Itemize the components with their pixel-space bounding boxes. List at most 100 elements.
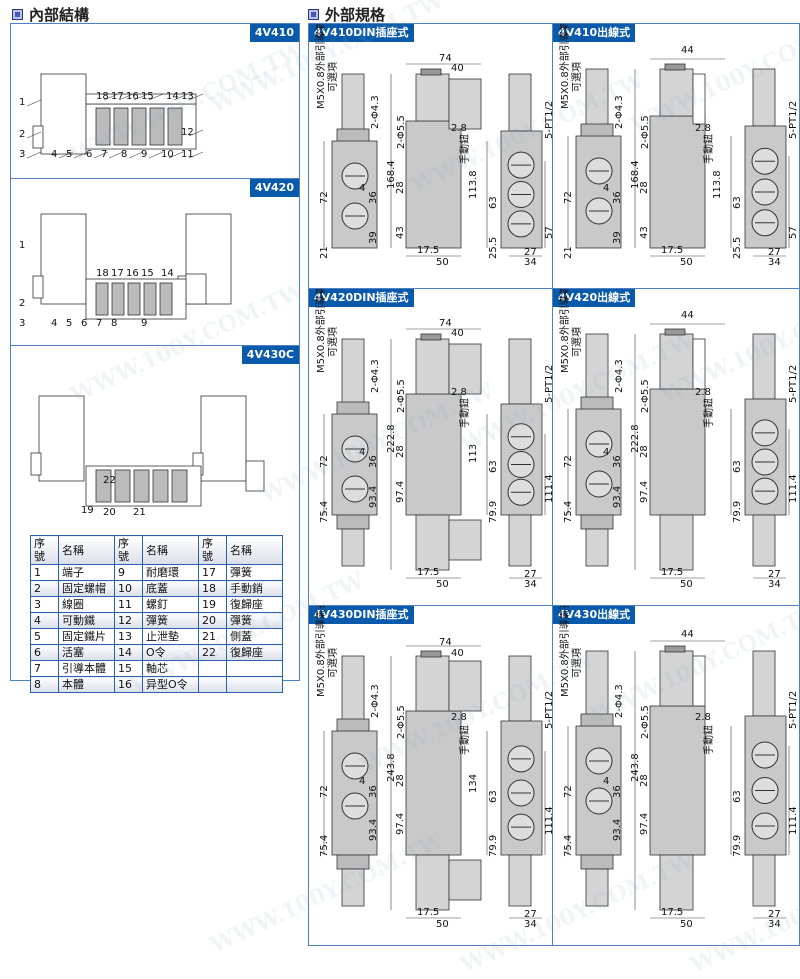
dim-pil: M5X0.8外部引導氣孔 bbox=[316, 288, 327, 373]
dim-s: 2-Φ4.3 bbox=[614, 684, 625, 718]
table-cell: 9 bbox=[114, 564, 143, 581]
dim-a: 74 bbox=[439, 637, 452, 648]
dim-c: 2.8 bbox=[451, 387, 467, 398]
part-number: 14 bbox=[166, 91, 179, 102]
spool-land bbox=[127, 282, 141, 316]
bullet-icon bbox=[12, 9, 23, 20]
part-number: 5 bbox=[66, 149, 73, 160]
table-cell: 底蓋 bbox=[142, 580, 199, 597]
dim-c: 2.8 bbox=[695, 123, 711, 134]
body-front-view bbox=[649, 388, 706, 516]
part-number: 9 bbox=[141, 318, 148, 329]
table-cell: O令 bbox=[142, 644, 199, 661]
internal-4v420-drawing bbox=[32, 213, 232, 320]
dim-p2: 25.5 bbox=[732, 236, 743, 259]
dim-man: 手動鈕 bbox=[460, 398, 471, 428]
dim-l: 43 bbox=[395, 226, 406, 239]
bottom-din-connector bbox=[448, 519, 482, 561]
spool-land bbox=[159, 282, 173, 316]
dim-p2: 79.9 bbox=[732, 834, 743, 857]
dim-w1: 17.5 bbox=[417, 567, 440, 578]
dim-p4: 27 bbox=[524, 569, 537, 580]
dim-w2: 50 bbox=[436, 257, 449, 268]
part-number: 18 bbox=[96, 268, 109, 279]
dim-p5: 34 bbox=[768, 579, 781, 590]
part-number: 3 bbox=[19, 149, 26, 160]
part-number: 15 bbox=[141, 91, 154, 102]
dim-opt: 可選項 bbox=[328, 327, 339, 357]
dim-v4: 93.4 bbox=[368, 485, 379, 508]
coil-front-view bbox=[415, 655, 450, 712]
dim-w2: 50 bbox=[680, 919, 693, 930]
leader-line bbox=[148, 151, 164, 159]
dim-opt: 可選項 bbox=[572, 62, 583, 92]
part-number: 17 bbox=[111, 268, 124, 279]
dim-w2: 50 bbox=[680, 257, 693, 268]
table-cell: 异型O令 bbox=[142, 676, 199, 693]
bottom-coil-front bbox=[415, 854, 450, 911]
solenoid-coil bbox=[38, 395, 85, 482]
dim-v2: 4 bbox=[603, 776, 610, 787]
dim-p5: 34 bbox=[524, 919, 537, 930]
part-number: 7 bbox=[96, 318, 103, 329]
bottom-din-connector bbox=[448, 859, 482, 901]
dim-opt: 可選項 bbox=[328, 62, 339, 92]
table-cell: 19 bbox=[198, 596, 227, 613]
part-number: 22 bbox=[103, 475, 116, 486]
dim-v5: 75.4 bbox=[563, 834, 574, 857]
dim-k: 28 bbox=[395, 445, 406, 458]
dim-c: 2.8 bbox=[695, 712, 711, 723]
dim-p1: 63 bbox=[488, 790, 499, 803]
part-number: 8 bbox=[121, 149, 128, 160]
table-cell: 耐磨環 bbox=[142, 564, 199, 581]
coil-front-view bbox=[415, 73, 450, 122]
spool-land bbox=[131, 107, 147, 146]
wire-outlet bbox=[692, 338, 706, 390]
leader-line bbox=[73, 151, 89, 159]
dim-v1: 72 bbox=[563, 785, 574, 798]
internal-4v410-drawing bbox=[26, 73, 204, 159]
bottom-coil-left bbox=[585, 528, 609, 567]
part-number: 15 bbox=[141, 268, 154, 279]
bottom-coil-front bbox=[415, 514, 450, 571]
bottom-coil-left bbox=[341, 528, 365, 567]
wire-outlet bbox=[692, 73, 706, 125]
dim-p5: 34 bbox=[768, 257, 781, 268]
leader-line bbox=[26, 151, 42, 159]
dim-v1: 72 bbox=[319, 785, 330, 798]
spool-land bbox=[143, 282, 157, 316]
dim-p4: 27 bbox=[768, 569, 781, 580]
table-cell: 彈簧 bbox=[226, 612, 283, 629]
spool-land bbox=[95, 469, 112, 503]
nut bbox=[185, 273, 207, 305]
panel-title: 4V410DIN插座式 bbox=[309, 24, 414, 42]
dim-p5: 34 bbox=[768, 919, 781, 930]
table-cell: 螺釘 bbox=[142, 596, 199, 613]
coil-right-view bbox=[508, 655, 532, 722]
valve-dimension-drawing bbox=[323, 328, 546, 579]
panel-title: 4V410出線式 bbox=[553, 24, 636, 42]
table-cell bbox=[226, 676, 283, 693]
body-front-view bbox=[405, 393, 462, 516]
part-number: 21 bbox=[133, 507, 146, 518]
spool-land bbox=[95, 282, 109, 316]
part-number: 19 bbox=[81, 505, 94, 516]
leader-line bbox=[133, 93, 149, 101]
bottom-coil-front bbox=[659, 514, 694, 571]
dim-p2: 79.9 bbox=[732, 500, 743, 523]
dim-t: 134 bbox=[468, 773, 479, 793]
table-cell: 10 bbox=[114, 580, 143, 597]
dim-v3: 36 bbox=[368, 455, 379, 468]
dim-opt: 可選項 bbox=[572, 327, 583, 357]
table-cell: 6 bbox=[30, 644, 59, 661]
coil-front-view bbox=[415, 338, 450, 395]
internal-4v430c-drawing bbox=[30, 395, 265, 507]
dim-v3: 36 bbox=[612, 785, 623, 798]
